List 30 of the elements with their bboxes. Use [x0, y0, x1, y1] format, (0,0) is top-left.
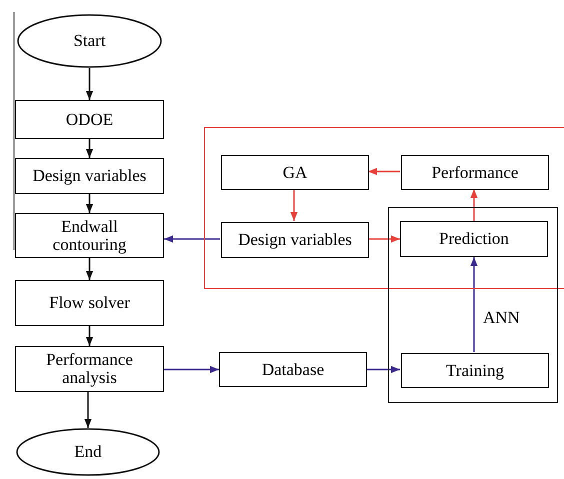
arrow	[470, 257, 478, 352]
process-box: Prediction	[400, 221, 548, 257]
process-box: Flow solver	[15, 280, 164, 326]
process-box: Endwall contouring	[15, 213, 164, 258]
arrow	[368, 235, 400, 243]
process-box: Performance analysis	[15, 346, 164, 392]
process-box: Design variables	[221, 222, 369, 258]
process-box: Design variables	[15, 158, 164, 194]
process-box: Performance	[401, 155, 549, 190]
group-frame	[388, 207, 558, 403]
terminal-ellipse: End	[16, 428, 160, 476]
arrow	[86, 194, 94, 213]
process-box: Training	[401, 353, 549, 388]
process-box: ODOE	[15, 100, 164, 139]
arrow	[164, 235, 220, 243]
arrow	[367, 366, 400, 374]
arrow	[470, 189, 478, 221]
group-frame	[204, 127, 564, 289]
arrow	[290, 189, 298, 221]
process-box: GA	[221, 155, 369, 190]
arrow	[86, 68, 94, 100]
arrow	[164, 366, 219, 374]
arrow	[84, 392, 92, 428]
terminal-ellipse: Start	[17, 14, 162, 68]
process-box: Database	[219, 352, 367, 387]
arrow	[86, 258, 94, 280]
arrow	[86, 139, 94, 158]
arrow	[86, 326, 94, 346]
edge-label: ANN	[482, 309, 521, 326]
arrow	[368, 168, 400, 176]
